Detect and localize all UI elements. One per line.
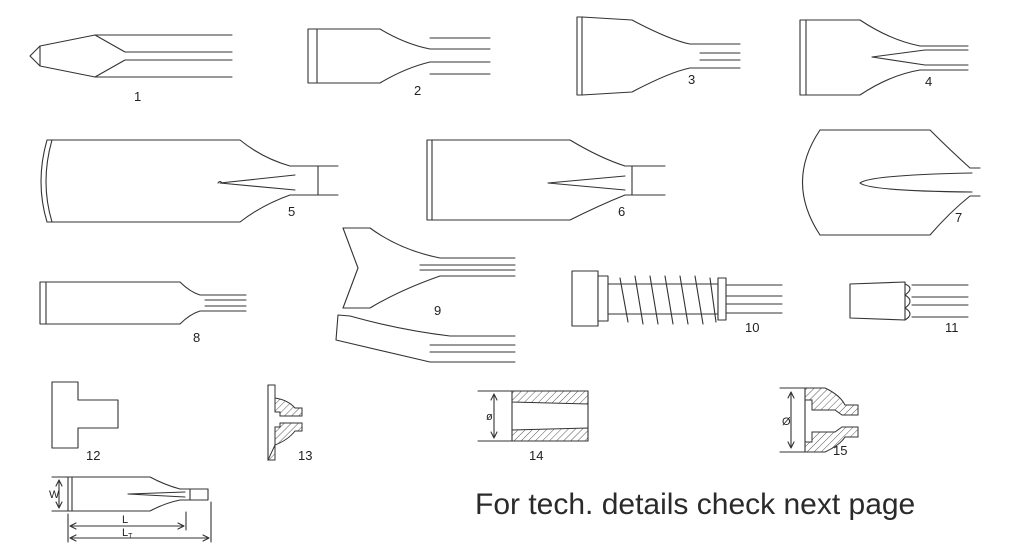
item-label-5: 5: [288, 204, 295, 219]
dimension-reference-tool: W L LT: [49, 476, 212, 543]
item-label-11: 11: [945, 320, 959, 335]
footer-note: For tech. details check next page: [475, 488, 916, 521]
item-label-4: 4: [925, 74, 932, 89]
item-label-3: 3: [688, 72, 695, 87]
item-label-2: 2: [414, 83, 421, 98]
total-length-label: LT: [122, 527, 133, 540]
item-label-8: 8: [193, 330, 200, 345]
tool-4-spade-chisel: 4: [799, 19, 969, 96]
item-label-9: 9: [434, 303, 441, 318]
tool-8-narrow-chisel: 8: [39, 281, 247, 345]
tool-7-clay-spade: 7: [802, 129, 981, 236]
length-label: L: [122, 514, 128, 526]
diameter-label-15: Ø: [782, 416, 791, 428]
tool-14-sleeve-section: ø 14: [477, 390, 589, 463]
tool-13-cap-section: 13: [267, 384, 312, 463]
item-label-13: 13: [298, 448, 312, 463]
tool-2-flat-chisel: 2: [307, 28, 491, 98]
item-label-14: 14: [529, 448, 543, 463]
tool-9-angled-chisel: 9: [335, 227, 516, 363]
tool-15-collar-section: Ø 15: [779, 387, 859, 458]
tool-12-head: 12: [51, 381, 119, 463]
tool-6-wide-blade: 6: [426, 139, 666, 221]
item-label-10: 10: [745, 320, 759, 335]
tool-5-wide-blade: 5: [40, 139, 339, 223]
item-label-1: 1: [134, 89, 141, 104]
width-label: W: [49, 489, 60, 501]
tool-3-wide-chisel: 3: [576, 16, 741, 96]
diameter-label-14: ø: [486, 411, 493, 423]
item-label-7: 7: [955, 210, 962, 225]
item-label-15: 15: [833, 443, 847, 458]
tool-11-bushing-tool: 11: [849, 281, 969, 335]
tool-10-spring-retainer: 10: [571, 270, 783, 335]
tool-1-point-chisel: 1: [29, 34, 233, 104]
item-label-6: 6: [618, 204, 625, 219]
item-label-12: 12: [86, 448, 100, 463]
